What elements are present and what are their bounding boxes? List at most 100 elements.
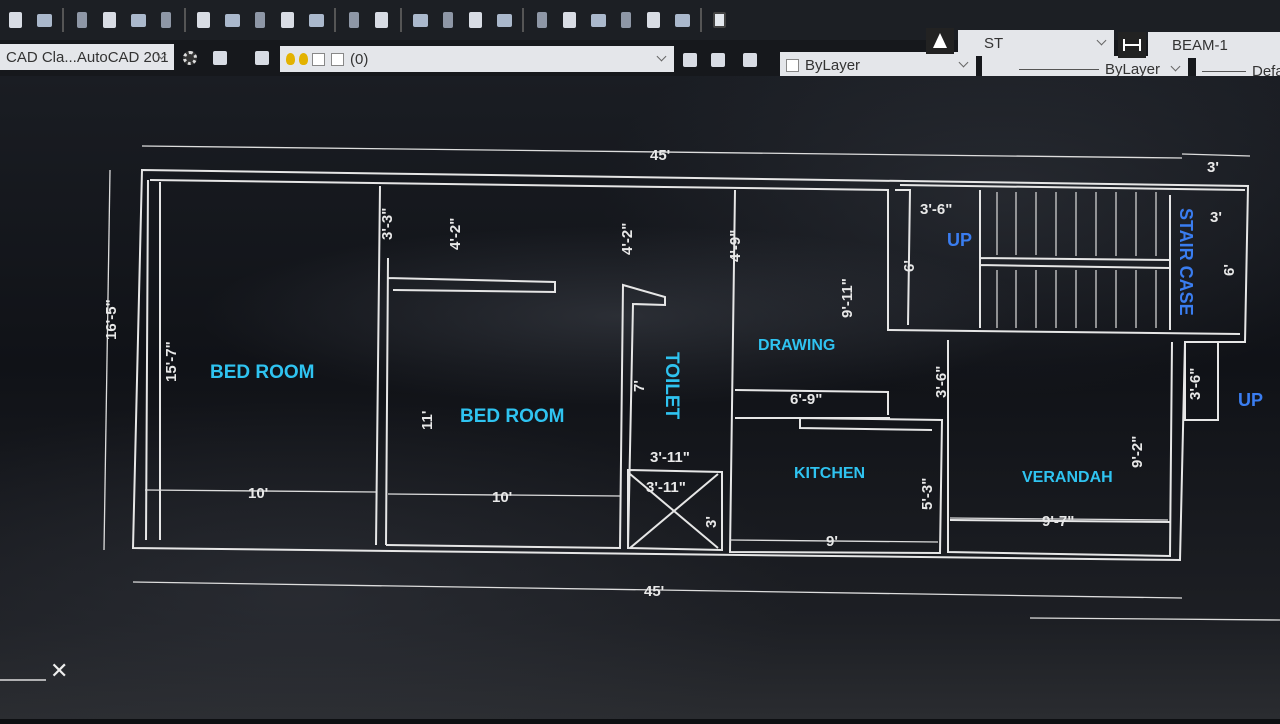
- dim-text: 4'-9": [727, 230, 744, 262]
- close-icon[interactable]: ✕: [50, 658, 68, 683]
- match-layer-icon[interactable]: [708, 50, 728, 70]
- dim-text: 45': [650, 147, 670, 164]
- plot-icon[interactable]: [72, 10, 92, 30]
- sun-icon: [299, 53, 308, 65]
- dim-text: 3': [1210, 209, 1222, 226]
- layer-dropdown[interactable]: (0): [280, 46, 674, 72]
- redo-icon[interactable]: [372, 10, 392, 30]
- dim-style-value: BEAM-1: [1172, 36, 1228, 54]
- walls: [131, 168, 1250, 562]
- room-label-bed-room-2: BED ROOM: [460, 406, 565, 427]
- dim-style-icon[interactable]: [1118, 32, 1146, 58]
- dim-text: 3'-6": [933, 366, 950, 398]
- dim-text: 9'-7": [1042, 513, 1074, 530]
- toolbar-separator: [334, 8, 336, 32]
- room-label-kitchen: KITCHEN: [794, 465, 865, 482]
- save-icon[interactable]: [34, 10, 54, 30]
- gear-icon[interactable]: [180, 48, 200, 68]
- dim-text: 5'-3": [919, 478, 936, 510]
- chevron-down-icon: [1096, 35, 1107, 46]
- workspace-settings-icon[interactable]: [210, 48, 230, 68]
- cut-icon[interactable]: [194, 10, 214, 30]
- paste-icon[interactable]: [250, 10, 270, 30]
- dimension-lines: [103, 145, 1280, 621]
- room-label-drawing: DRAWING: [758, 337, 835, 354]
- room-label-stair-case: STAIR CASE: [1176, 208, 1196, 316]
- line-preview: [1018, 68, 1099, 70]
- room-label-verandah: VERANDAH: [1022, 469, 1113, 486]
- linetype-value: ByLayer: [1104, 60, 1160, 78]
- floor-plan: BED ROOM BED ROOM TOILET DRAWING KITCHEN…: [0, 145, 1280, 683]
- zoom-realtime-icon[interactable]: [438, 10, 458, 30]
- dim-text: 45': [644, 583, 664, 600]
- workspace-dropdown[interactable]: CAD Cla...AutoCAD 201: [0, 44, 174, 70]
- dim-text: 6'-9": [790, 391, 822, 408]
- dim-text: 10': [492, 489, 512, 506]
- color-dropdown[interactable]: ByLayer: [780, 52, 976, 78]
- sheet-set-icon[interactable]: [616, 10, 636, 30]
- dim-text: 4'-2": [447, 218, 464, 250]
- lock-icon: [312, 52, 325, 66]
- room-label-bed-room-1: BED ROOM: [210, 362, 315, 383]
- qnew-icon[interactable]: [6, 10, 26, 30]
- dim-text: 3'-6": [920, 201, 952, 218]
- dim-text: 3'-11": [650, 449, 690, 466]
- layer-properties-icon[interactable]: [252, 48, 272, 68]
- dim-text: 3'-6": [1187, 368, 1204, 400]
- zoom-previous-icon[interactable]: [494, 10, 514, 30]
- markup-icon[interactable]: [644, 10, 664, 30]
- plot-preview-icon[interactable]: [100, 10, 120, 30]
- up-label: UP: [1238, 390, 1263, 410]
- chevron-down-icon: [958, 57, 969, 68]
- lightbulb-icon: [286, 53, 295, 65]
- dim-text: 6': [901, 260, 918, 272]
- up-label: UP: [947, 230, 972, 250]
- dim-style-dropdown[interactable]: BEAM-1: [1148, 32, 1280, 58]
- dim-text: 11': [419, 411, 436, 430]
- layer-color-icon: [331, 52, 344, 66]
- dim-text: 9': [826, 533, 838, 550]
- dim-text: 16'-5": [103, 299, 120, 340]
- copy-icon[interactable]: [222, 10, 242, 30]
- toolbar-separator: [522, 8, 524, 32]
- chevron-down-icon: [1170, 61, 1181, 72]
- text-style-dropdown[interactable]: ST: [958, 30, 1114, 56]
- tool-palettes-icon[interactable]: [588, 10, 608, 30]
- dim-text: 15'-7": [163, 341, 180, 382]
- dim-text: 7': [631, 380, 648, 392]
- layer-value: (0): [350, 50, 369, 68]
- dim-text: 3': [1207, 159, 1219, 176]
- help-icon[interactable]: [710, 10, 730, 30]
- match-icon[interactable]: [278, 10, 298, 30]
- color-swatch-icon: [786, 58, 799, 72]
- standard-toolbar: [0, 0, 1280, 40]
- dim-text: 9'-2": [1129, 436, 1146, 468]
- previous-layer-icon[interactable]: [740, 50, 760, 70]
- line-preview: [1202, 70, 1246, 72]
- dim-text: 3': [703, 516, 720, 528]
- toolbar-separator: [62, 8, 64, 32]
- stair-treads: [996, 192, 1157, 328]
- calculator-icon[interactable]: [672, 10, 692, 30]
- toolbar-separator: [700, 8, 702, 32]
- properties-icon[interactable]: [532, 10, 552, 30]
- room-label-toilet: TOILET: [661, 352, 682, 420]
- zoom-window-icon[interactable]: [466, 10, 486, 30]
- dim-text: 3'-3": [379, 208, 396, 240]
- dim-text: 9'-11": [839, 278, 856, 318]
- dim-text: 4'-2": [619, 223, 636, 255]
- publish-icon[interactable]: [128, 10, 148, 30]
- chevron-down-icon: [656, 51, 667, 62]
- dim-text: 6': [1221, 264, 1238, 276]
- make-current-icon[interactable]: [680, 50, 700, 70]
- paint-icon[interactable]: [306, 10, 326, 30]
- dim-text: 3'-11": [646, 479, 686, 496]
- drawing-canvas[interactable]: BED ROOM BED ROOM TOILET DRAWING KITCHEN…: [0, 76, 1280, 719]
- text-style-value: ST: [984, 34, 1004, 52]
- design-center-icon[interactable]: [560, 10, 580, 30]
- 3dprint-icon[interactable]: [156, 10, 176, 30]
- pan-icon[interactable]: [410, 10, 430, 30]
- undo-icon[interactable]: [344, 10, 364, 30]
- workspace-value: CAD Cla...AutoCAD 201: [6, 48, 169, 66]
- text-style-icon[interactable]: [926, 28, 954, 54]
